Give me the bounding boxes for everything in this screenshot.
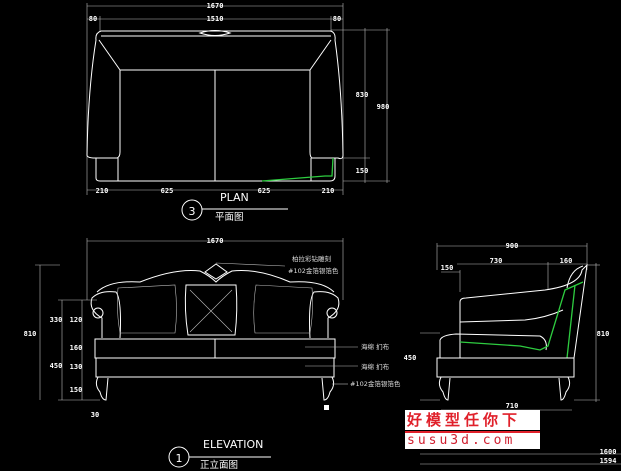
elev-subtitle: 正立面图	[200, 459, 238, 471]
plan-dim-bottom-2: 625	[161, 187, 174, 195]
note-cushion: 海绵 扪布	[361, 342, 390, 351]
elev-dim-leg: 150	[70, 386, 83, 394]
side-dim-depth: 900	[506, 242, 519, 250]
elev-dim-back: 120	[70, 316, 83, 324]
plan-dim-bottom-3: 625	[258, 187, 271, 195]
elev-dim-lower: 450	[50, 362, 63, 370]
plan-dim-depth-back: 830	[356, 91, 369, 99]
watermark-slogan: 好模型任你下	[405, 410, 540, 430]
note-carving: 柏拉彩钻雕刻	[292, 254, 331, 263]
side-dim-bottom: 710	[506, 402, 519, 410]
elev-dim-overall: 1670	[207, 237, 224, 245]
plan-view: 1670 80 1510 80 830 980 150 210 625 625 …	[86, 2, 390, 223]
note-leg: #102金箔银箔色	[350, 379, 401, 388]
side-dim-seat-height: 450	[404, 354, 417, 362]
elev-title: ELEVATION	[203, 438, 263, 451]
plan-subtitle: 平面图	[215, 212, 244, 223]
elevation-view: 1670 810 330 450 120 160 130 150	[24, 237, 401, 471]
plan-dim-depth-total: 980	[377, 103, 390, 111]
side-dim-total1: 1600	[600, 448, 617, 456]
elev-dim-upper: 330	[50, 316, 63, 324]
plan-dim-bottom-4: 210	[322, 187, 335, 195]
elev-number: 1	[176, 452, 183, 465]
watermark-url: susu3d.com	[405, 431, 540, 449]
plan-dim-left-arm: 80	[89, 15, 97, 23]
plan-number: 3	[189, 205, 196, 218]
plan-number-circle	[181, 199, 203, 221]
plan-dim-depth-front: 150	[356, 167, 369, 175]
side-view: 900 730 160 150 810 450 710 1600 1594	[404, 242, 621, 465]
watermark: 好模型任你下 susu3d.com	[405, 410, 540, 449]
elev-dim-total-height: 810	[24, 330, 37, 338]
plan-title: PLAN	[220, 191, 249, 204]
side-dim-arm: 150	[441, 264, 454, 272]
side-dim-seat: 730	[490, 257, 503, 265]
plan-dim-overall: 1670	[207, 2, 224, 10]
note-carving-finish: #102金箔银箔色	[288, 266, 339, 275]
side-dim-back: 160	[560, 257, 573, 265]
plan-dim-inner: 1510	[207, 15, 224, 23]
elev-dim-base: 130	[70, 363, 83, 371]
side-dim-total2: 1594	[600, 457, 617, 465]
plan-dim-bottom-1: 210	[96, 187, 109, 195]
plan-dim-right-arm: 80	[333, 15, 341, 23]
note-base: 海绵 扪布	[361, 362, 390, 371]
elev-dim-leg-width: 30	[91, 411, 99, 419]
side-dim-height: 810	[597, 330, 610, 338]
elev-dim-cushion: 160	[70, 344, 83, 352]
